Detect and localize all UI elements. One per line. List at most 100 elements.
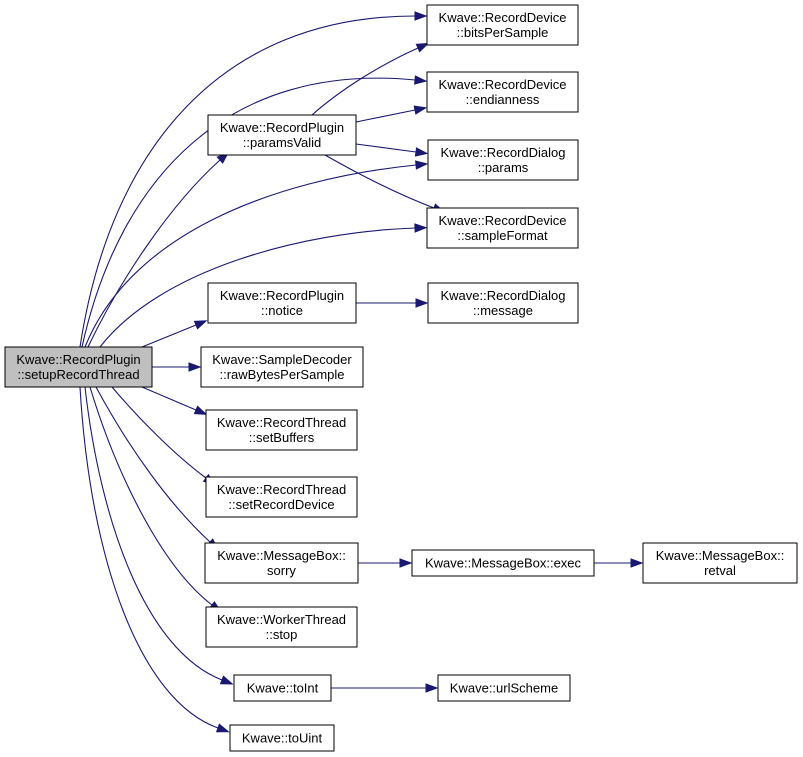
edge-line xyxy=(95,386,211,543)
arrowhead xyxy=(414,223,428,233)
edge-root-to-paramsValid xyxy=(87,151,230,348)
edge-paramsValid-to-endianness xyxy=(355,105,428,123)
edge-root-to-notice xyxy=(141,320,208,348)
arrowhead xyxy=(630,558,644,568)
node-label-line: ::setupRecordThread xyxy=(17,367,139,382)
node-box xyxy=(205,606,358,648)
node-label-line: sorry xyxy=(267,563,296,578)
node-bitsPerSample[interactable]: Kwave::RecordDevice::bitsPerSample xyxy=(426,4,579,46)
arrowhead xyxy=(188,362,202,372)
node-label-line: ::setBuffers xyxy=(249,430,315,445)
edge-line xyxy=(89,386,213,606)
node-box xyxy=(207,282,357,324)
node-label-line: ::message xyxy=(473,303,533,318)
node-box xyxy=(200,346,364,388)
node-label-line: ::notice xyxy=(261,303,303,318)
edge-line xyxy=(87,159,221,348)
edge-root-to-endianness xyxy=(81,75,428,348)
node-rawBytesPerSample[interactable]: Kwave::SampleDecoder::rawBytesPerSample xyxy=(200,346,364,388)
node-label-line: Kwave::SampleDecoder xyxy=(212,352,352,367)
node-label-line: Kwave::toUint xyxy=(242,731,323,746)
arrowhead xyxy=(414,11,428,21)
arrowhead xyxy=(193,320,208,330)
node-label-line: Kwave::RecordThread xyxy=(217,415,346,430)
edge-line xyxy=(355,109,416,123)
edge-line xyxy=(111,386,207,479)
node-label-line: Kwave::RecordPlugin xyxy=(220,288,344,303)
node-exec[interactable]: Kwave::MessageBox::exec xyxy=(411,549,595,577)
node-label-line: ::endianness xyxy=(466,92,540,107)
arrowhead xyxy=(415,42,430,53)
node-label-line: ::params xyxy=(478,160,529,175)
node-label-line: Kwave::WorkerThread xyxy=(217,612,346,627)
edge-paramsValid-to-params xyxy=(355,143,429,157)
edge-line xyxy=(141,324,197,348)
node-label-line: ::rawBytesPerSample xyxy=(220,367,345,382)
edge-root-to-bitsPerSample xyxy=(79,11,428,348)
node-label-line: Kwave::RecordDevice xyxy=(439,213,567,228)
node-label-line: ::paramsValid xyxy=(243,135,322,150)
edge-root-to-setRecordDevice xyxy=(111,386,217,486)
node-endianness[interactable]: Kwave::RecordDevice::endianness xyxy=(426,71,579,113)
node-label-line: Kwave::RecordDevice xyxy=(439,77,567,92)
arrowhead xyxy=(219,675,234,685)
node-paramsValid[interactable]: Kwave::RecordPlugin::paramsValid xyxy=(207,114,357,156)
node-box xyxy=(205,409,358,451)
node-label-line: retval xyxy=(704,563,736,578)
edge-exec-to-retval xyxy=(594,558,644,568)
node-message[interactable]: Kwave::RecordDialog::message xyxy=(427,282,579,324)
node-label-line: Kwave::RecordDialog xyxy=(440,145,565,160)
node-sorry[interactable]: Kwave::MessageBox::sorry xyxy=(204,542,359,584)
node-box xyxy=(233,674,332,702)
edge-line xyxy=(84,386,223,681)
node-box xyxy=(642,542,798,584)
edge-line xyxy=(81,77,416,348)
arrowhead xyxy=(415,298,429,308)
node-box xyxy=(426,71,579,113)
edge-line xyxy=(141,386,197,411)
node-params[interactable]: Kwave::RecordDialog::params xyxy=(427,139,579,181)
node-notice[interactable]: Kwave::RecordPlugin::notice xyxy=(207,282,357,324)
edge-root-to-stop xyxy=(89,386,222,613)
node-sampleFormat[interactable]: Kwave::RecordDevice::sampleFormat xyxy=(426,207,579,249)
node-label-line: Kwave::urlScheme xyxy=(450,681,558,696)
edge-root-to-toUint xyxy=(79,386,230,733)
arrowhead xyxy=(193,405,208,415)
edge-line xyxy=(355,143,417,153)
node-toInt[interactable]: Kwave::toInt xyxy=(233,674,332,702)
edge-root-to-toInt xyxy=(84,386,234,685)
edges-layer xyxy=(79,11,644,733)
node-urlScheme[interactable]: Kwave::urlScheme xyxy=(437,674,571,702)
node-stop[interactable]: Kwave::WorkerThread::stop xyxy=(205,606,358,648)
arrowhead xyxy=(414,147,429,157)
node-retval[interactable]: Kwave::MessageBox::retval xyxy=(642,542,798,584)
node-label-line: Kwave::RecordPlugin xyxy=(220,120,344,135)
edge-line xyxy=(324,154,435,209)
node-setBuffers[interactable]: Kwave::RecordThread::setBuffers xyxy=(205,409,358,451)
edge-paramsValid-to-bitsPerSample xyxy=(311,42,430,116)
node-box xyxy=(229,724,335,752)
edge-root-to-sampleFormat xyxy=(99,223,428,348)
node-label-line: Kwave::MessageBox::exec xyxy=(425,556,582,571)
node-label-line: Kwave::MessageBox:: xyxy=(217,548,346,563)
node-label-line: Kwave::RecordDialog xyxy=(440,288,565,303)
node-label-line: ::bitsPerSample xyxy=(457,25,549,40)
node-setRecordDevice[interactable]: Kwave::RecordThread::setRecordDevice xyxy=(205,476,358,518)
node-toUint[interactable]: Kwave::toUint xyxy=(229,724,335,752)
edge-sorry-to-exec xyxy=(358,558,413,568)
edge-line xyxy=(311,47,419,116)
node-root[interactable]: Kwave::RecordPlugin::setupRecordThread xyxy=(4,346,153,388)
node-box xyxy=(427,282,579,324)
arrowhead xyxy=(425,683,439,693)
arrowhead xyxy=(414,75,428,85)
edge-root-to-rawBytesPerSample xyxy=(152,362,202,372)
edge-notice-to-message xyxy=(356,298,429,308)
node-box xyxy=(426,207,579,249)
edge-line xyxy=(79,386,219,729)
node-label-line: Kwave::toInt xyxy=(247,681,319,696)
edge-root-to-setBuffers xyxy=(141,386,208,415)
node-box xyxy=(437,674,571,702)
node-box xyxy=(411,549,595,577)
node-box xyxy=(426,4,579,46)
